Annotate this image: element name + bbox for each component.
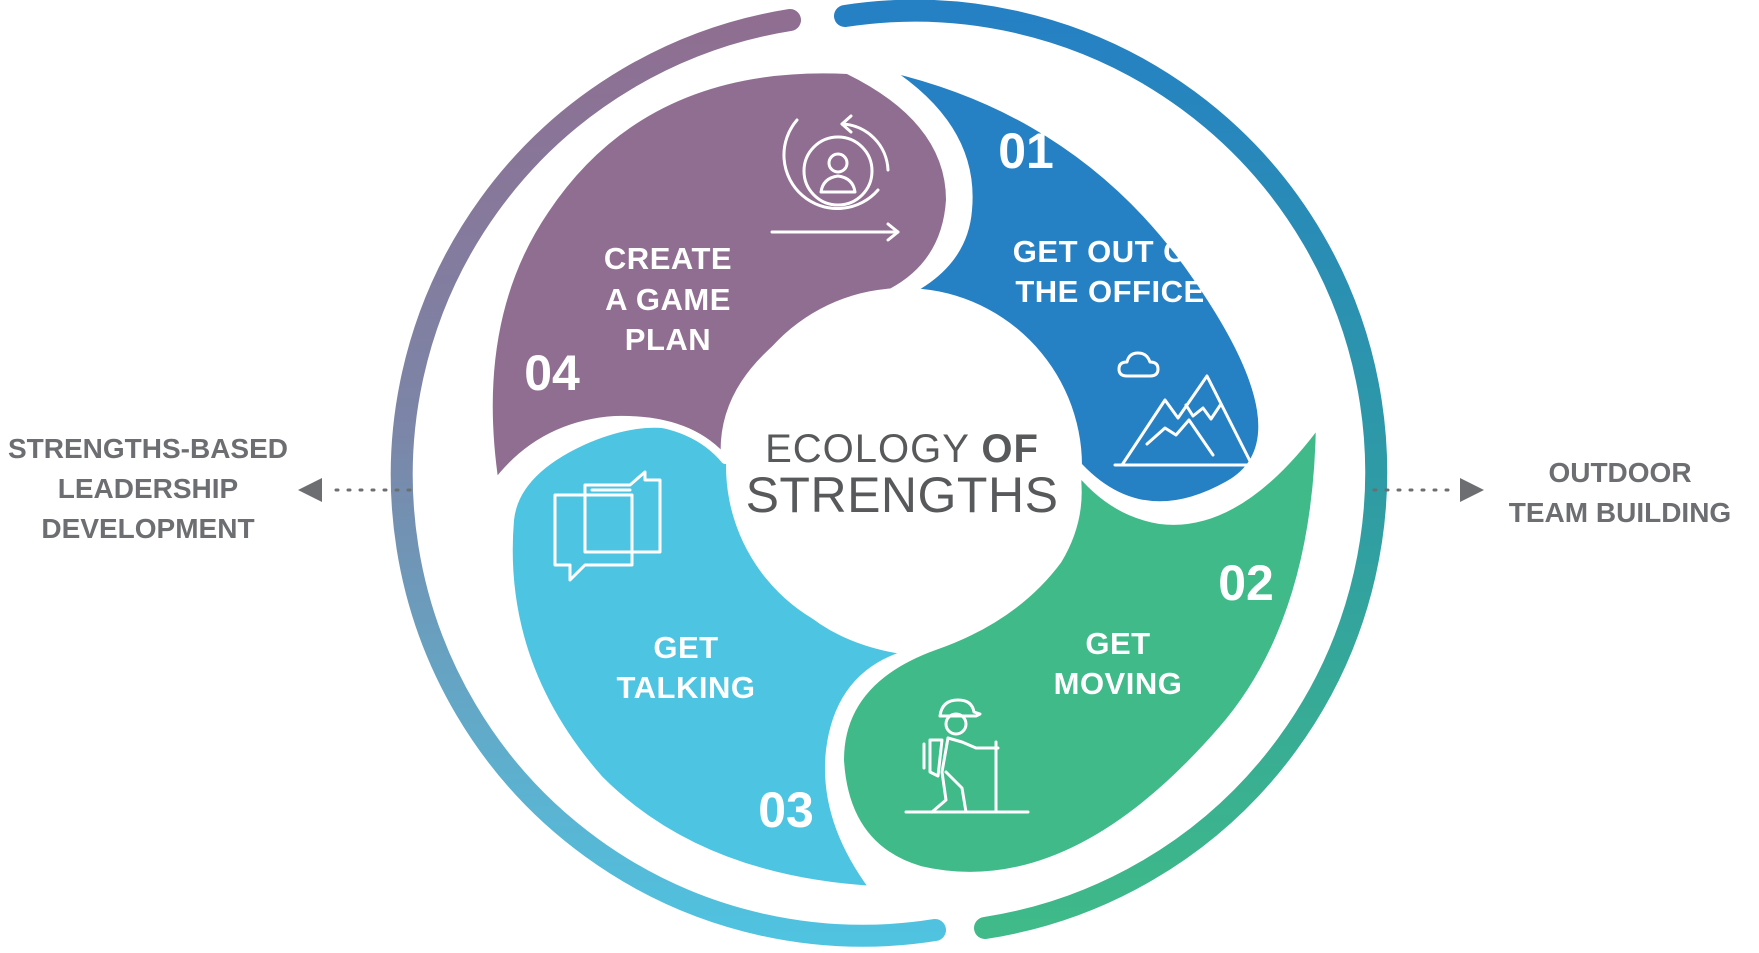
segment-01-label-line2: THE OFFICE (1015, 274, 1204, 309)
right-connector (1372, 478, 1484, 502)
right-arrow-icon (1460, 478, 1484, 502)
segment-02-label-line2: MOVING (1054, 666, 1183, 701)
segment-04-label-line2: A GAME (605, 282, 731, 317)
segment-01-label: GET OUT OF THE OFFICE (1013, 234, 1207, 309)
center-title-line2: STRENGTHS (746, 467, 1059, 523)
segment-01-label-line1: GET OUT OF (1013, 234, 1207, 269)
left-arrow-icon (298, 478, 322, 502)
user-cycle-icon (770, 114, 900, 242)
outer-ring-right-arc (834, 0, 1388, 939)
segment-04-shape (484, 65, 954, 489)
segment-04-number: 04 (524, 345, 580, 401)
left-label-line1: STRENGTHS-BASED (8, 433, 288, 464)
segment-02-shape (836, 416, 1324, 880)
mountain-icon (1113, 351, 1257, 467)
center-title-strong: OF (981, 427, 1039, 471)
segment-02 (836, 416, 1324, 880)
segment-03-number: 03 (758, 782, 814, 838)
segment-02-label-line1: GET (1085, 626, 1150, 661)
right-label-line1: OUTDOOR (1548, 457, 1691, 488)
left-label-line3: DEVELOPMENT (41, 513, 254, 544)
segment-03-label: GET TALKING (617, 630, 756, 705)
segment-04-label: CREATE A GAME PLAN (604, 241, 732, 357)
outer-ring-left-arc (390, 9, 946, 947)
segment-03-label-line2: TALKING (617, 670, 756, 705)
chat-icon (553, 470, 662, 582)
center-title-line1: ECOLOGY OF (765, 427, 1039, 471)
center-title-prefix: ECOLOGY (765, 427, 969, 471)
segment-01-number: 01 (998, 123, 1054, 179)
left-label: STRENGTHS-BASED LEADERSHIP DEVELOPMENT (8, 433, 288, 544)
left-connector (298, 478, 420, 502)
segment-02-label: GET MOVING (1054, 626, 1183, 701)
segment-02-number: 02 (1218, 555, 1274, 611)
segment-04-label-line3: PLAN (625, 322, 711, 357)
segment-04-label-line1: CREATE (604, 241, 732, 276)
center-circle (726, 288, 1082, 644)
right-label-line2: TEAM BUILDING (1509, 497, 1731, 528)
left-label-line2: LEADERSHIP (58, 473, 238, 504)
segment-03-label-line1: GET (653, 630, 718, 665)
hiker-icon (904, 698, 1030, 814)
right-label: OUTDOOR TEAM BUILDING (1509, 457, 1731, 528)
segment-04 (484, 65, 954, 489)
